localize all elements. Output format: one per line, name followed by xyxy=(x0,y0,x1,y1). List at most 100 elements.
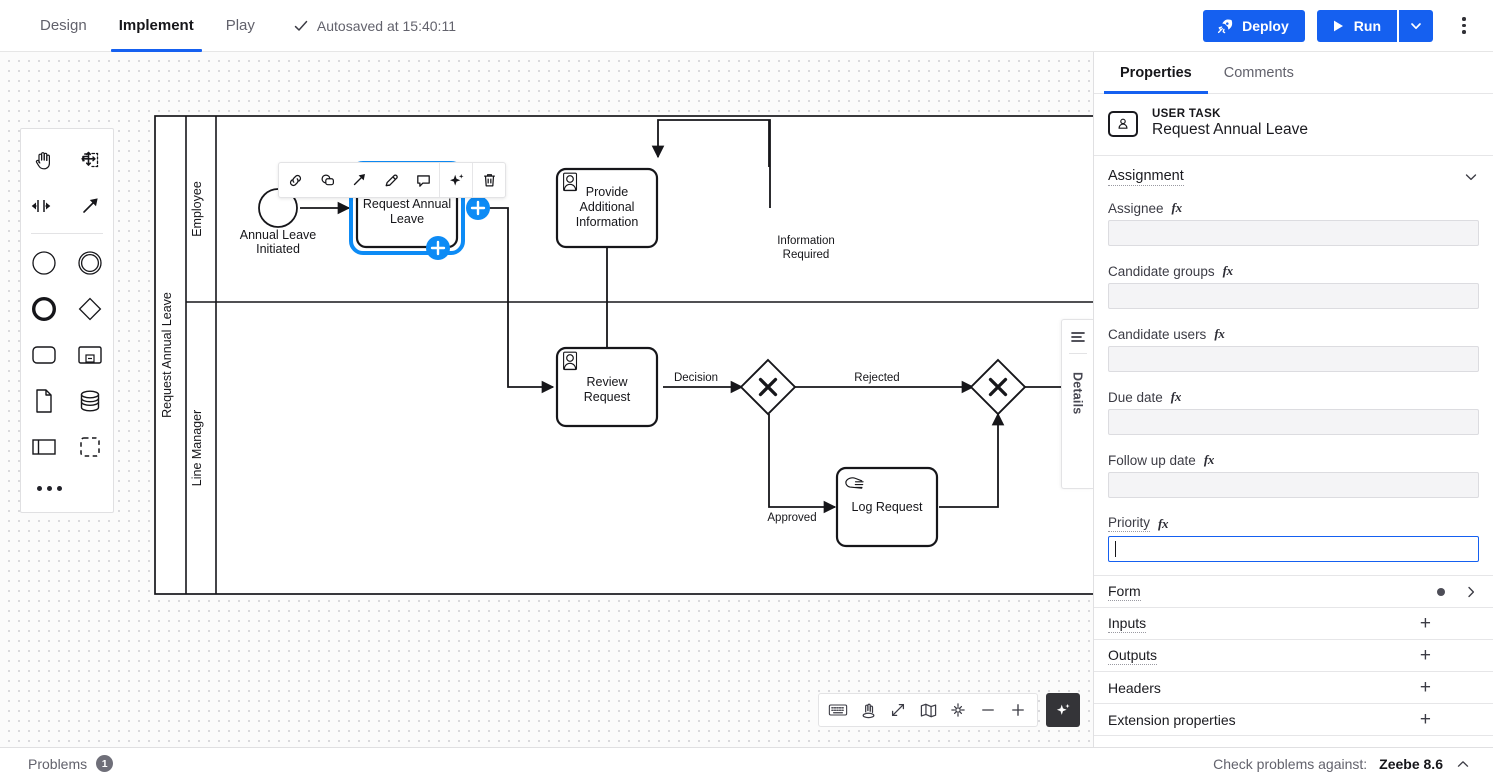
tab-play[interactable]: Play xyxy=(210,0,271,52)
task-request-label: Request Annual xyxy=(363,197,451,211)
run-button[interactable]: Run xyxy=(1316,9,1397,42)
section-inputs[interactable]: Inputs + xyxy=(1094,607,1493,639)
zoom-out-icon[interactable] xyxy=(973,695,1003,725)
plus-icon[interactable]: + xyxy=(1419,709,1431,730)
task-icon[interactable] xyxy=(21,332,67,378)
tab-comments[interactable]: Comments xyxy=(1208,52,1310,94)
chevron-down-icon xyxy=(1411,22,1421,29)
field-due-date: Due date fx xyxy=(1094,389,1493,448)
append-plus-badge-bottom[interactable] xyxy=(426,236,450,260)
participant-icon[interactable] xyxy=(21,424,67,470)
section-extension-properties[interactable]: Extension properties + xyxy=(1094,703,1493,735)
group-assignment-header[interactable]: Assignment xyxy=(1094,156,1493,196)
gateway-icon[interactable] xyxy=(67,286,113,332)
plus-icon[interactable]: + xyxy=(1419,645,1431,666)
link-icon[interactable] xyxy=(279,163,311,197)
engine-version-selector[interactable]: Check problems against: Zeebe 8.6 xyxy=(1213,756,1471,772)
details-drawer-tab[interactable]: Details xyxy=(1061,319,1093,489)
field-follow-up-date-label-row: Follow up date fx xyxy=(1108,452,1479,468)
section-outputs-label: Outputs xyxy=(1108,646,1158,665)
tab-design[interactable]: Design xyxy=(24,0,103,52)
candidate-users-input[interactable] xyxy=(1108,346,1479,372)
element-name-label: Request Annual Leave xyxy=(1152,121,1308,138)
group-icon[interactable] xyxy=(67,424,113,470)
section-example-data[interactable]: Example data xyxy=(1094,735,1493,747)
ai-sparkle-icon[interactable] xyxy=(1046,693,1080,727)
append-icon[interactable] xyxy=(375,163,407,197)
lasso-tool-icon[interactable] xyxy=(67,137,113,183)
delete-icon[interactable] xyxy=(473,163,505,197)
follow-up-date-input[interactable] xyxy=(1108,472,1479,498)
chevron-up-icon[interactable] xyxy=(1455,756,1471,772)
bpmn-palette[interactable] xyxy=(20,128,114,513)
check-icon xyxy=(294,20,308,31)
section-form[interactable]: Form xyxy=(1094,575,1493,607)
connect-icon[interactable] xyxy=(343,163,375,197)
global-connect-tool-icon[interactable] xyxy=(67,183,113,229)
more-dot xyxy=(57,485,62,491)
manual-task-hand-icon xyxy=(845,477,864,489)
replace-icon[interactable] xyxy=(311,163,343,197)
hand-tool-icon[interactable] xyxy=(21,137,67,183)
assignee-input[interactable] xyxy=(1108,220,1479,246)
task-review-request[interactable] xyxy=(555,346,659,428)
candidate-groups-input[interactable] xyxy=(1108,283,1479,309)
zoom-in-icon[interactable] xyxy=(1003,695,1033,725)
more-icon[interactable] xyxy=(21,470,113,506)
reset-zoom-icon[interactable] xyxy=(943,695,973,725)
fx-toggle-icon[interactable]: fx xyxy=(1222,263,1234,278)
minimap-icon[interactable] xyxy=(913,695,943,725)
append-plus-badge-right[interactable] xyxy=(466,196,490,220)
fit-viewport-icon[interactable] xyxy=(883,695,913,725)
end-event-icon[interactable] xyxy=(21,286,67,332)
problems-button[interactable]: Problems 1 xyxy=(28,755,114,772)
canvas-toolbar[interactable] xyxy=(818,693,1080,727)
fx-toggle-icon[interactable]: fx xyxy=(1170,389,1182,404)
due-date-input[interactable] xyxy=(1108,409,1479,435)
task-provide-label: Provide xyxy=(586,185,628,199)
start-event-icon[interactable] xyxy=(21,240,67,286)
fx-toggle-icon[interactable]: fx xyxy=(1158,515,1169,531)
bpmn-diagram[interactable]: Request Annual Leave Employee Line Manag… xyxy=(0,52,1093,747)
more-dot xyxy=(47,485,52,491)
task-provide-label-2: Additional xyxy=(580,200,635,214)
hand-tool-icon[interactable] xyxy=(853,695,883,725)
bpmn-canvas[interactable]: Request Annual Leave Employee Line Manag… xyxy=(0,52,1093,747)
fx-toggle-icon[interactable]: fx xyxy=(1171,200,1183,215)
keyboard-shortcuts-icon[interactable] xyxy=(823,695,853,725)
plus-icon[interactable]: + xyxy=(1419,613,1431,634)
tab-implement[interactable]: Implement xyxy=(103,0,210,52)
canvas-toolbar-group xyxy=(818,693,1038,727)
exclusive-gateway-decision[interactable] xyxy=(739,358,797,416)
run-options-button[interactable] xyxy=(1399,9,1433,42)
start-event-label-2: Initiated xyxy=(256,242,300,256)
autosave-status: Autosaved at 15:40:11 xyxy=(293,18,456,34)
tab-properties[interactable]: Properties xyxy=(1104,52,1208,94)
task-provide-additional-information[interactable] xyxy=(555,167,659,249)
section-outputs[interactable]: Outputs + xyxy=(1094,639,1493,671)
space-tool-icon[interactable] xyxy=(21,183,67,229)
details-tab-divider xyxy=(1068,353,1087,354)
kebab-dot xyxy=(1462,23,1466,28)
rocket-icon xyxy=(1218,18,1233,33)
chevron-right-icon[interactable] xyxy=(1463,584,1479,600)
section-headers[interactable]: Headers + xyxy=(1094,671,1493,703)
field-assignee-label: Assignee xyxy=(1108,200,1164,216)
plus-icon[interactable]: + xyxy=(1419,677,1431,698)
subprocess-collapsed-icon[interactable] xyxy=(67,332,113,378)
data-object-icon[interactable] xyxy=(21,378,67,424)
deploy-label: Deploy xyxy=(1242,17,1289,34)
context-pad[interactable] xyxy=(278,162,506,198)
deploy-button[interactable]: Deploy xyxy=(1203,9,1305,42)
ai-sparkle-icon[interactable] xyxy=(440,163,472,197)
more-options-button[interactable] xyxy=(1451,10,1477,42)
editor-mode-tabs: Design Implement Play xyxy=(24,0,271,52)
properties-panel: Properties Comments USER TASK Request An… xyxy=(1093,52,1493,747)
comment-icon[interactable] xyxy=(407,163,439,197)
fx-toggle-icon[interactable]: fx xyxy=(1203,452,1215,467)
priority-input[interactable] xyxy=(1108,536,1479,562)
fx-toggle-icon[interactable]: fx xyxy=(1214,326,1225,341)
exclusive-gateway-merge[interactable] xyxy=(969,358,1027,416)
data-store-icon[interactable] xyxy=(67,378,113,424)
intermediate-event-icon[interactable] xyxy=(67,240,113,286)
